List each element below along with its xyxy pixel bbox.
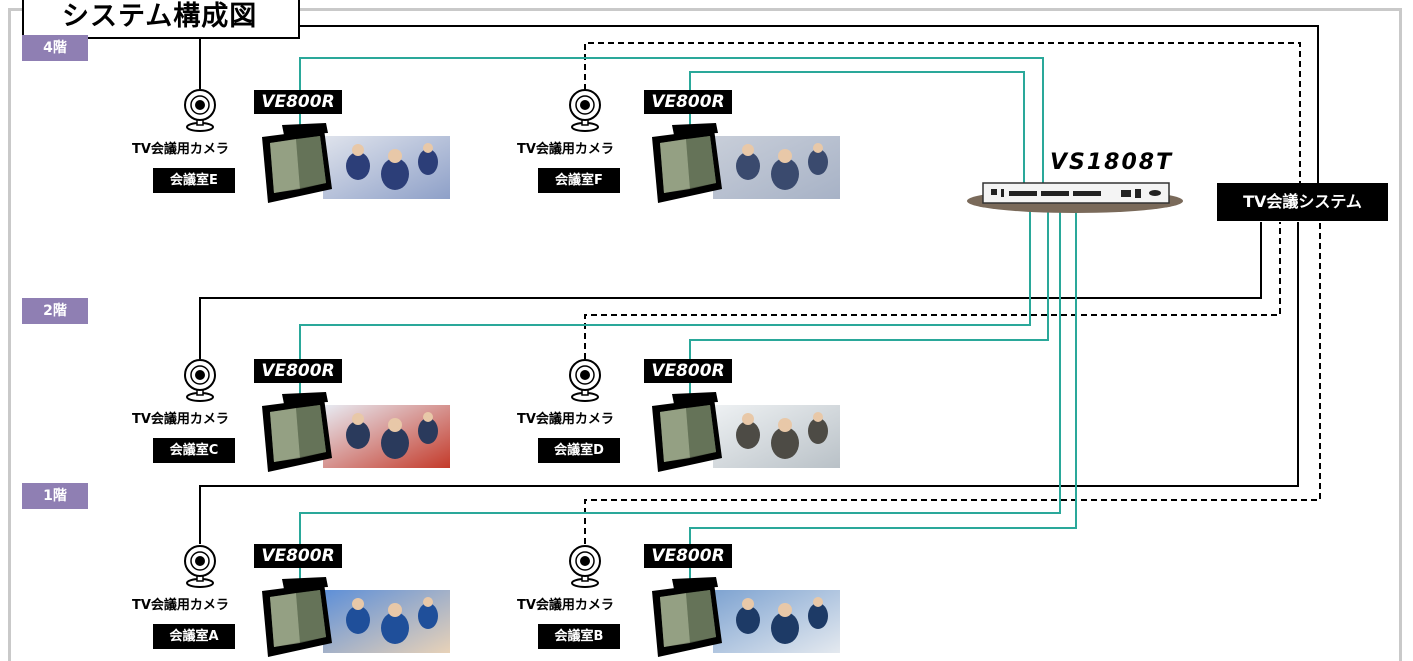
meeting-room-photo	[713, 590, 840, 653]
kvm-switch	[965, 175, 1185, 215]
webcam-icon	[175, 356, 225, 406]
device-label: VE800R	[644, 90, 732, 114]
floor-badge-1f: 1階	[22, 483, 88, 509]
room-label: 会議室E	[153, 168, 235, 193]
camera-label: TV会議用カメラ	[132, 412, 229, 427]
camera-label: TV会議用カメラ	[132, 598, 229, 613]
diagram-title: システム構成図	[62, 1, 258, 32]
webcam-icon	[175, 542, 225, 592]
room-label: 会議室A	[153, 624, 235, 649]
webcam-icon	[560, 86, 610, 136]
meeting-room-photo	[713, 136, 840, 199]
floor-badge-4f: 4階	[22, 35, 88, 61]
diagram-title-box: システム構成図	[22, 0, 300, 39]
av-dashed-1f	[584, 222, 1321, 544]
meeting-room-photo	[323, 590, 450, 653]
device-label: VE800R	[254, 90, 342, 114]
diagram-frame	[8, 8, 1402, 661]
ve800r-device-icon	[262, 577, 342, 659]
tv-conference-system: TV会議システム	[1217, 183, 1388, 221]
ve800r-device-icon	[652, 392, 732, 474]
room-label: 会議室B	[538, 624, 620, 649]
av-dashed-4f	[584, 42, 1301, 190]
room-label: 会議室C	[153, 438, 235, 463]
device-label: VE800R	[254, 544, 342, 568]
av-line-2f	[199, 222, 1262, 359]
webcam-icon	[560, 356, 610, 406]
camera-label: TV会議用カメラ	[132, 142, 229, 157]
webcam-icon	[560, 542, 610, 592]
ve800r-device-icon	[262, 123, 342, 205]
meeting-room-photo	[323, 136, 450, 199]
camera-label: TV会議用カメラ	[517, 598, 614, 613]
av-dashed-2f	[584, 222, 1281, 359]
webcam-icon	[175, 86, 225, 136]
switch-label: VS1808T	[1050, 150, 1174, 175]
ve800r-device-icon	[652, 123, 732, 205]
ve800r-device-icon	[652, 577, 732, 659]
kvm-line-1f-b	[689, 207, 1077, 580]
av-line-4f	[199, 25, 1319, 190]
device-label: VE800R	[644, 359, 732, 383]
ve800r-device-icon	[262, 392, 342, 474]
device-label: VE800R	[254, 359, 342, 383]
meeting-room-photo	[713, 405, 840, 468]
camera-label: TV会議用カメラ	[517, 142, 614, 157]
camera-label: TV会議用カメラ	[517, 412, 614, 427]
meeting-room-photo	[323, 405, 450, 468]
room-label: 会議室F	[538, 168, 620, 193]
av-line-1f	[199, 222, 1299, 544]
kvm-switch-icon	[967, 182, 1183, 213]
kvm-line-2f-d	[689, 207, 1049, 395]
device-label: VE800R	[644, 544, 732, 568]
room-label: 会議室D	[538, 438, 620, 463]
floor-badge-2f: 2階	[22, 298, 88, 324]
